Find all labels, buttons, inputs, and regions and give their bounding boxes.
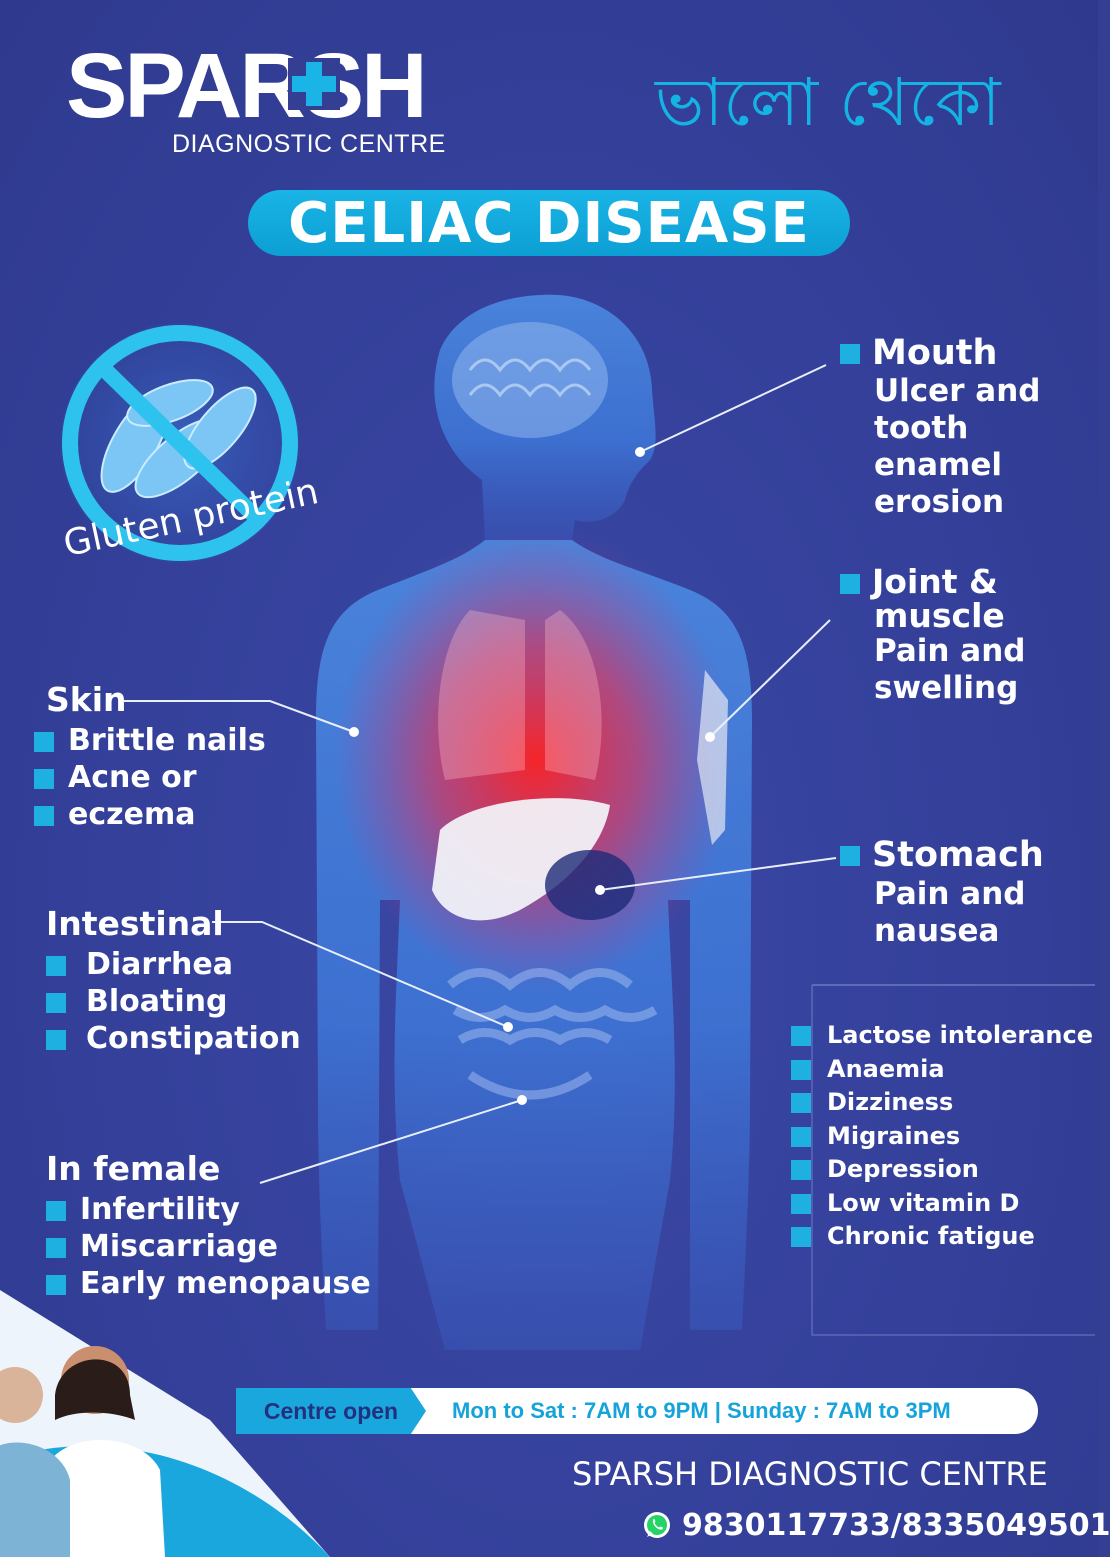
mouth-heading: Mouth [872,333,998,373]
bullet-icon [791,1026,811,1046]
skin-item: Brittle nails [68,723,266,758]
symptom-skin: Skin Brittle nails Acne or eczema [34,678,266,833]
bullet-icon [46,1237,66,1258]
brand-logo-text: SPARSH [66,35,428,137]
symptom-mouth: Mouth Ulcer and tooth enamel erosion [840,333,1098,521]
intestinal-item: Diarrhea [86,947,233,982]
intestinal-heading: Intestinal [46,904,224,943]
bullet-icon [34,731,54,752]
other-item: Dizziness [827,1088,954,1116]
joint-heading-1: Joint & [872,562,998,601]
bullet-icon [791,1126,811,1147]
hours-label-box: Centre open [236,1388,426,1434]
bullet-icon [791,1059,811,1080]
bullet-icon [840,573,860,594]
stomach-line-1: Pain and [874,876,1026,912]
bullet-icon [791,1093,811,1113]
title-banner: CELIAC DISEASE [248,190,850,256]
symptom-other-list: Lactose intolerance Anaemia Dizziness Mi… [791,1019,1093,1254]
bullet-icon [791,1160,811,1180]
symptom-stomach: Stomach Pain and nausea [840,834,1044,950]
other-item: Lactose intolerance [827,1021,1093,1049]
bullet-icon [46,1029,66,1050]
female-item: Early menopause [80,1266,371,1301]
bullet-icon [46,955,66,976]
symptom-joint: Joint & muscle Pain and swelling [840,565,1025,707]
bullet-icon [46,992,66,1013]
footer-centre-name: SPARSH DIAGNOSTIC CENTRE [572,1455,1048,1493]
mouth-line-3: erosion [874,484,1005,520]
skin-heading: Skin [46,680,127,719]
bullet-icon [791,1193,811,1214]
bullet-icon [840,344,860,364]
no-gluten-icon [60,323,300,563]
bullet-icon [34,805,54,826]
stomach-line-2: nausea [874,913,1000,949]
symptom-female: In female Infertility Miscarriage Early … [46,1147,371,1302]
hours-label: Centre open [263,1397,399,1424]
hours-bar: Centre open Mon to Sat : 7AM to 9PM | Su… [236,1388,1038,1434]
joint-line-2: swelling [874,670,1019,706]
female-item: Miscarriage [80,1229,278,1264]
brand-subtitle: DIAGNOSTIC CENTRE [172,130,446,158]
intestinal-item: Constipation [86,1021,301,1056]
bullet-icon [46,1274,66,1295]
bullet-icon [791,1227,811,1247]
bullet-icon [46,1200,66,1221]
other-item: Anaemia [827,1054,945,1083]
joint-heading-2: muscle [874,596,1005,635]
other-item: Low vitamin D [827,1188,1020,1217]
skin-item: Acne or [68,760,197,795]
symptom-intestinal: Intestinal Diarrhea Bloating Constipatio… [46,902,301,1057]
joint-line-1: Pain and [874,633,1026,669]
bullet-icon [840,846,860,866]
female-item: Infertility [80,1192,240,1227]
plus-icon [288,58,340,110]
bullet-icon [34,768,54,789]
skin-item: eczema [68,797,196,832]
other-item: Depression [827,1155,979,1183]
stomach-heading: Stomach [872,835,1044,875]
page-title: CELIAC DISEASE [288,190,810,256]
mouth-line-1: Ulcer and [874,373,1041,409]
footer-phone[interactable]: 9830117733/8335049501 [682,1508,1110,1543]
mouth-line-2: tooth enamel [874,410,1002,483]
intestinal-item: Bloating [86,984,228,1019]
other-item: Chronic fatigue [827,1222,1035,1250]
hours-text: Mon to Sat : 7AM to 9PM | Sunday : 7AM t… [452,1398,951,1423]
other-item: Migraines [827,1121,961,1150]
tagline: ভালো থেকো [655,64,1001,141]
whatsapp-icon [644,1512,670,1538]
female-heading: In female [46,1149,221,1188]
